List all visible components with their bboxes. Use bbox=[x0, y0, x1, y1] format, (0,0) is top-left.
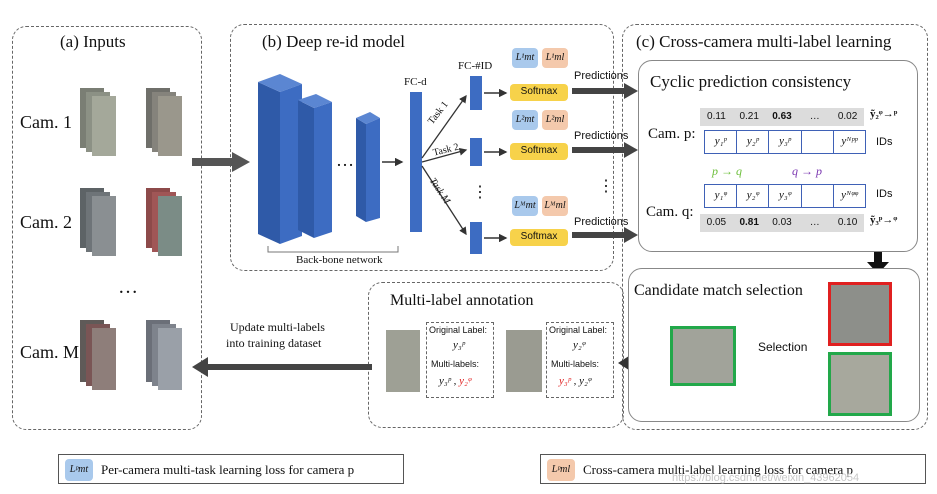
legend-ml: Lᵖml Cross-camera multi-label learning l… bbox=[540, 454, 926, 484]
ids-row-p: y₁ᵖ y₂ᵖ y₃ᵖ yᴺᵖᵖ bbox=[704, 130, 866, 154]
q-to-p-label: q → p bbox=[792, 164, 822, 178]
predictions-arrow-m bbox=[572, 227, 638, 243]
annotation-card-1: Original Label: y₃ᵖ Multi-labels: y₃ᵖ , … bbox=[426, 322, 494, 398]
legend-ml-badge: Lᵖml bbox=[547, 459, 575, 481]
score-row-top: 0.11 0.21 0.63 … 0.02 bbox=[700, 108, 864, 126]
ids-row-q: y₁ᵠ y₂ᵠ y₃ᵠ yᴺᵠᵠ bbox=[704, 184, 866, 208]
loss-ml-1: L¹ml bbox=[542, 48, 568, 68]
camera-label-1: Cam. 1 bbox=[20, 112, 72, 132]
annotation-image-2 bbox=[506, 330, 542, 392]
cross-camera-panel bbox=[622, 24, 928, 430]
cross-camera-title: (c) Cross-camera multi-label learning bbox=[636, 32, 892, 51]
softmax-m: Softmax bbox=[510, 229, 568, 246]
fc-id-bar-m bbox=[470, 222, 482, 254]
selection-label: Selection bbox=[758, 340, 808, 354]
fc-id-bar-2 bbox=[470, 138, 482, 166]
update-line-1: Update multi-labels bbox=[230, 320, 325, 334]
predictions-label-2: Predictions bbox=[574, 130, 629, 142]
loss-ml-m: Lᴹml bbox=[542, 196, 568, 216]
predictions-ellipsis: ⋮ bbox=[598, 178, 614, 195]
inputs-title: (a) Inputs bbox=[60, 32, 126, 51]
predictions-label-1: Predictions bbox=[574, 70, 629, 82]
camera-ellipsis: … bbox=[118, 276, 138, 298]
loss-mt-m: Lᴹmt bbox=[512, 196, 538, 216]
update-line-2: into training dataset bbox=[226, 336, 322, 350]
fc-d-bar bbox=[410, 92, 422, 232]
ids-label-p: IDs bbox=[876, 136, 893, 148]
p-to-q-label: p → q bbox=[712, 164, 742, 178]
predictions-label-m: Predictions bbox=[574, 216, 629, 228]
score-label-bottom: ỹ₃ᵖ→ᵠ bbox=[870, 214, 898, 226]
backbone-label: Back-bone network bbox=[296, 254, 383, 266]
fc-d-label: FC-d bbox=[404, 76, 427, 88]
backbone-bracket bbox=[267, 246, 399, 253]
backbone-ellipsis: … bbox=[336, 150, 354, 170]
predictions-arrow-2 bbox=[572, 142, 638, 158]
score-row-bottom: 0.05 0.81 0.03 … 0.10 bbox=[700, 214, 864, 232]
ids-label-q: IDs bbox=[876, 188, 893, 200]
model-title: (b) Deep re-id model bbox=[262, 32, 406, 51]
task-ellipsis: ⋮ bbox=[472, 184, 488, 201]
score-label-top: ỹ₂ᵠ→ᵖ bbox=[870, 108, 898, 120]
softmax-1: Softmax bbox=[510, 84, 568, 101]
camera-label-2: Cam. 2 bbox=[20, 212, 72, 232]
loss-mt-1: L¹mt bbox=[512, 48, 538, 68]
annotation-card-2: Original Label: y₂ᵠ Multi-labels: y₃ᵖ , … bbox=[546, 322, 614, 398]
fc-id-label: FC-#ID bbox=[458, 60, 493, 72]
annotation-title: Multi-label annotation bbox=[390, 292, 534, 309]
softmax-2: Softmax bbox=[510, 143, 568, 160]
cam-q-label: Cam. q: bbox=[646, 204, 694, 220]
legend-ml-text: Cross-camera multi-label learning loss f… bbox=[583, 462, 854, 477]
watermark: https://blog.csdn.net/weixin_43962054 bbox=[672, 472, 860, 484]
fc-id-bar-1 bbox=[470, 76, 482, 110]
candidate-green-frame-right bbox=[828, 352, 892, 416]
cyclic-title: Cyclic prediction consistency bbox=[650, 72, 852, 91]
annotation-panel bbox=[368, 282, 624, 428]
inputs-to-model-arrow bbox=[192, 152, 250, 172]
candidate-title: Candidate match selection bbox=[634, 282, 803, 299]
update-arrow bbox=[192, 357, 372, 377]
loss-ml-2: L²ml bbox=[542, 110, 568, 130]
legend-mt: Lᵖmt Per-camera multi-task learning loss… bbox=[58, 454, 404, 484]
cam-p-label: Cam. p: bbox=[648, 126, 696, 142]
backbone-network bbox=[258, 74, 380, 244]
predictions-arrow-1 bbox=[572, 83, 638, 99]
candidate-red-frame bbox=[828, 282, 892, 346]
legend-mt-badge: Lᵖmt bbox=[65, 459, 93, 481]
loss-mt-2: L²mt bbox=[512, 110, 538, 130]
camera-label-m: Cam. M bbox=[20, 342, 80, 362]
annotation-image-1 bbox=[386, 330, 420, 392]
legend-mt-text: Per-camera multi-task learning loss for … bbox=[101, 462, 355, 477]
inputs-panel bbox=[12, 26, 202, 430]
selected-match-frame bbox=[670, 326, 736, 386]
